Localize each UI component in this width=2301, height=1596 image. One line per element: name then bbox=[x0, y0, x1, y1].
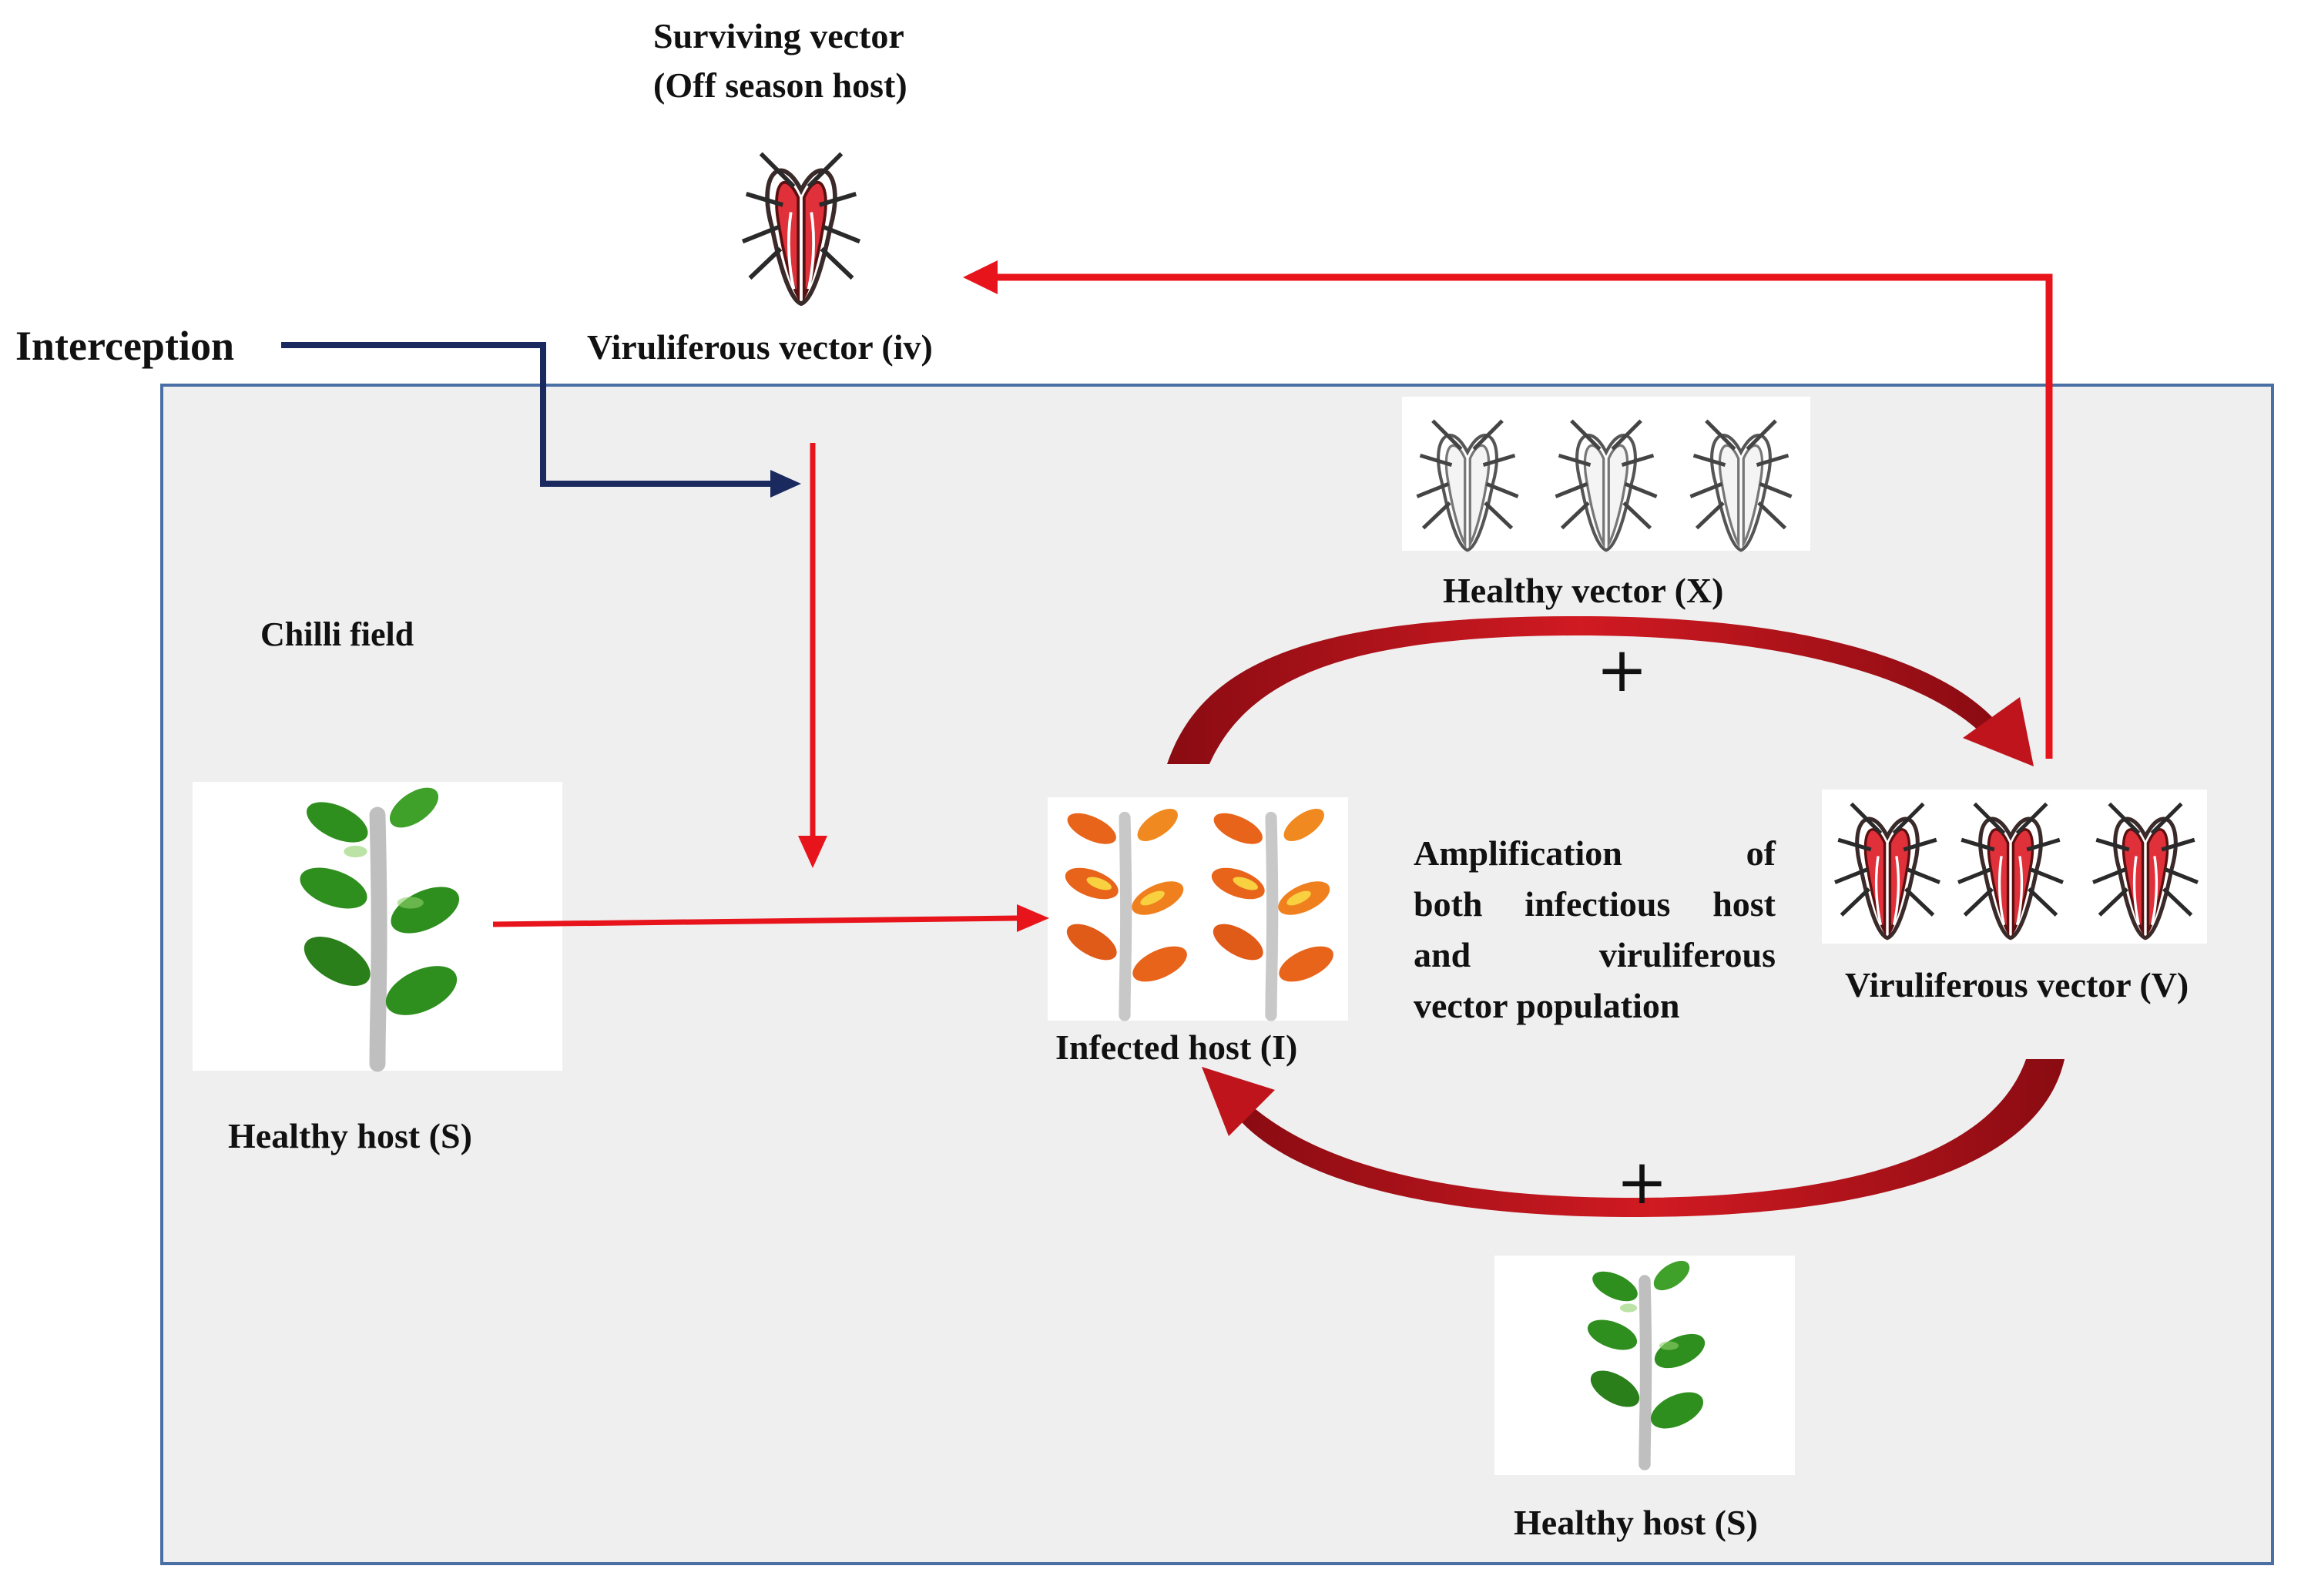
interception-arrow bbox=[281, 342, 778, 487]
survivor-to-field-arrowhead bbox=[798, 836, 827, 868]
off-season-host-label: (Off season host) bbox=[653, 65, 907, 105]
healthy-to-infected-arrowhead bbox=[1017, 904, 1049, 932]
cycle-arrow-top-head bbox=[1963, 697, 2034, 766]
amplification-text: Amplification of both infectious host an… bbox=[1414, 828, 1776, 1031]
viruliferous-vector-v-label: Viruliferous vector (V) bbox=[1845, 965, 2189, 1004]
plus-sign-top: + bbox=[1596, 634, 1649, 706]
viruliferous-vector-iv-label: Viruliferous vector (iv) bbox=[587, 327, 933, 367]
interception-arrowhead bbox=[770, 470, 801, 498]
amplification-line-4: vector population bbox=[1414, 986, 1680, 1025]
vector-return-arrowhead bbox=[963, 260, 998, 294]
healthy-to-infected-arrow bbox=[492, 915, 1018, 927]
infected-host-i-label: Infected host (I) bbox=[1055, 1028, 1298, 1067]
surviving-vector-label: Surviving vector bbox=[653, 16, 904, 55]
amplification-line-2: both infectious host bbox=[1414, 884, 1776, 924]
cycle-arrow-bottom-head bbox=[1202, 1067, 1275, 1136]
vector-return-arrow bbox=[994, 273, 2053, 759]
chilli-field-label: Chilli field bbox=[260, 615, 414, 653]
cycle-arrow-bottom bbox=[1240, 1059, 2065, 1217]
healthy-host-s-left-label: Healthy host (S) bbox=[228, 1116, 472, 1155]
amplification-line-1: Amplification of bbox=[1414, 833, 1776, 873]
insect-icon bbox=[743, 154, 860, 304]
interception-label: Interception bbox=[15, 323, 234, 369]
healthy-host-s-bottom-label: Healthy host (S) bbox=[1514, 1503, 1758, 1542]
plus-sign-bottom: + bbox=[1616, 1146, 1669, 1218]
amplification-line-3: and viruliferous bbox=[1414, 935, 1776, 974]
healthy-vector-x-label: Healthy vector (X) bbox=[1443, 571, 1724, 610]
